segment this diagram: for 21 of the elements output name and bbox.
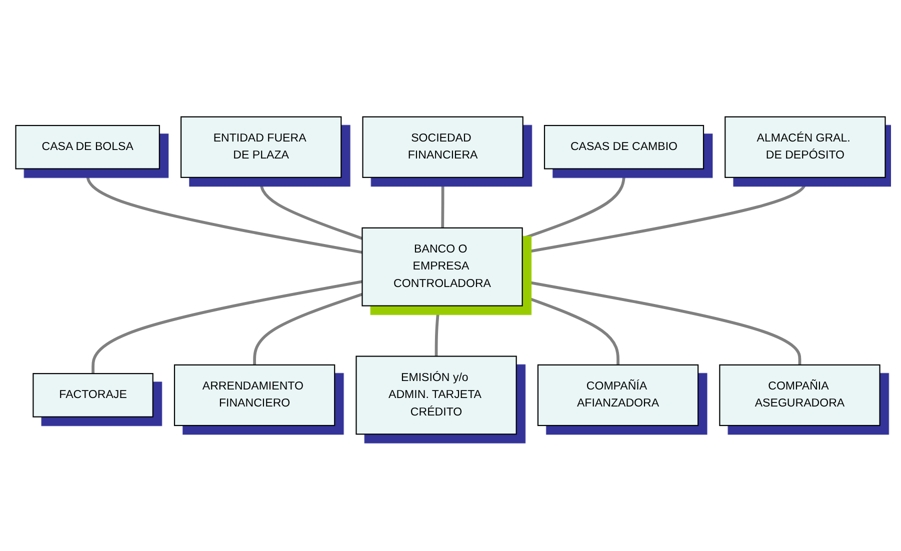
node-box: ENTIDAD FUERA DE PLAZA [180,116,342,178]
node-box: COMPAÑÍA AFIANZADORA [537,364,699,426]
node-box: CASAS DE CAMBIO [544,124,704,170]
connector [522,168,626,240]
connector [522,294,620,365]
connector [253,292,363,365]
connector [522,177,807,254]
node-box: COMPAÑIA ASEGURADORA [719,364,880,426]
connector [92,280,362,374]
node-box: FACTORAJE [32,373,154,418]
connector [434,306,440,356]
connector [86,168,362,254]
connector [441,177,444,228]
node-box: CASA DE BOLSA [15,124,160,170]
node-box: ALMACÉN GRAL. DE DEPÓSITO [724,116,886,178]
node-box: SOCIEDAD FINANCIERA [362,116,524,178]
node-box: EMISIÓN y/o ADMIN. TARJETA CRÉDITO [356,356,517,435]
connector [260,177,363,240]
node-box: ARRENDAMIENTO FINANCIERO [174,364,336,426]
connector [522,280,802,365]
node-box: BANCO O EMPRESA CONTROLADORA [362,227,523,306]
